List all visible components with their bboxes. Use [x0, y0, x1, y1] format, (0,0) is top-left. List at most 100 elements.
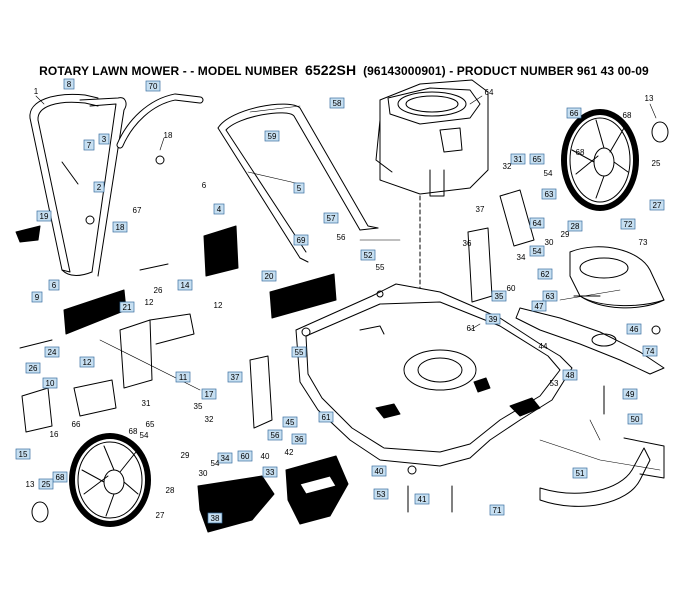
- part-callout-59: 59: [264, 130, 280, 142]
- part-callout-16: 16: [50, 430, 59, 439]
- part-callout-71: 71: [489, 504, 505, 516]
- part-callout-49: 49: [622, 388, 638, 400]
- callout-box: [38, 478, 54, 490]
- engine: [375, 79, 489, 197]
- part-callout-61: 61: [467, 324, 476, 333]
- callout-number: 36: [463, 239, 472, 248]
- callout-number: 57: [327, 214, 336, 223]
- part-callout-2: 2: [93, 181, 105, 193]
- callout-number: 53: [550, 379, 559, 388]
- callout-box: [15, 448, 31, 460]
- callout-number: 54: [211, 459, 220, 468]
- callout-number: 38: [211, 514, 220, 523]
- callout-number: 3: [102, 135, 107, 144]
- part-callout-32: 32: [503, 162, 512, 171]
- callout-number: 20: [265, 272, 274, 281]
- callout-box: [177, 279, 193, 291]
- callout-box: [537, 268, 553, 280]
- part-callout-33: 33: [262, 466, 278, 478]
- callout-number: 55: [295, 348, 304, 357]
- callout-number: 36: [295, 435, 304, 444]
- callout-number: 25: [42, 480, 51, 489]
- part-callout-56: 56: [337, 233, 346, 242]
- callout-box: [622, 388, 638, 400]
- callout-number: 58: [333, 99, 342, 108]
- part-callout-69: 69: [293, 234, 309, 246]
- callout-number: 29: [181, 451, 190, 460]
- part-callout-41: 41: [414, 493, 430, 505]
- part-callout-52: 52: [360, 249, 376, 261]
- callout-number: 8: [67, 80, 72, 89]
- callout-number: 6: [52, 281, 57, 290]
- callout-number: 66: [570, 109, 579, 118]
- callout-box: [52, 471, 68, 483]
- callout-box: [25, 362, 41, 374]
- title-prefix: ROTARY LAWN MOWER - - MODEL NUMBER: [39, 64, 299, 78]
- callout-box: [542, 290, 558, 302]
- part-callout-45: 45: [282, 416, 298, 428]
- part-callout-28: 28: [166, 486, 175, 495]
- rear-wheel-right: [561, 109, 639, 211]
- callout-box: [567, 220, 583, 232]
- callout-box: [31, 291, 43, 303]
- part-callout-34: 34: [517, 253, 526, 262]
- callout-box: [175, 371, 191, 383]
- callout-number: 21: [123, 303, 132, 312]
- callout-box: [649, 199, 665, 211]
- callout-number: 37: [231, 373, 240, 382]
- callout-number: 27: [653, 201, 662, 210]
- part-callout-21: 21: [119, 301, 135, 313]
- callout-box: [489, 504, 505, 516]
- part-callout-68: 68: [576, 148, 585, 157]
- part-callout-7: 7: [83, 139, 95, 151]
- rear-bracket: [539, 437, 665, 507]
- part-callout-26: 26: [25, 362, 41, 374]
- part-callout-53: 53: [373, 488, 389, 500]
- callout-number: 44: [539, 342, 548, 351]
- callout-number: 25: [652, 159, 661, 168]
- callout-box: [318, 411, 334, 423]
- height-adjust-brackets: [21, 189, 535, 433]
- grip-bar: [116, 93, 204, 149]
- callout-number: 60: [507, 284, 516, 293]
- part-callout-72: 72: [620, 218, 636, 230]
- callout-box: [562, 369, 578, 381]
- part-callout-68: 68: [129, 427, 138, 436]
- callout-box: [36, 210, 52, 222]
- part-callout-55: 55: [291, 346, 307, 358]
- callout-number: 68: [129, 427, 138, 436]
- callout-number: 69: [297, 236, 306, 245]
- part-callout-67: 67: [133, 206, 142, 215]
- part-callout-17: 17: [201, 388, 217, 400]
- callout-number: 27: [156, 511, 165, 520]
- callout-number: 1: [34, 87, 39, 96]
- callout-number: 4: [217, 205, 222, 214]
- part-callout-61: 61: [318, 411, 334, 423]
- callout-number: 59: [268, 132, 277, 141]
- callout-number: 56: [337, 233, 346, 242]
- leader-lines: [35, 95, 661, 471]
- callout-box: [207, 512, 223, 524]
- callout-box: [282, 416, 298, 428]
- part-callout-74: 74: [642, 345, 658, 357]
- callout-box: [98, 133, 110, 145]
- callout-number: 73: [639, 238, 648, 247]
- part-callout-28: 28: [567, 220, 583, 232]
- part-callout-20: 20: [261, 270, 277, 282]
- callout-number: 35: [495, 292, 504, 301]
- callout-number: 34: [221, 454, 230, 463]
- part-callout-62: 62: [537, 268, 553, 280]
- blade: [515, 307, 665, 375]
- part-callout-27: 27: [156, 511, 165, 520]
- callout-number: 13: [26, 480, 35, 489]
- callout-number: 12: [83, 358, 92, 367]
- callout-box: [145, 80, 161, 92]
- part-callout-58: 58: [329, 97, 345, 109]
- callout-box: [510, 153, 526, 165]
- callout-number: 55: [376, 263, 385, 272]
- part-callout-1: 1: [34, 87, 39, 96]
- part-callout-34: 34: [217, 452, 233, 464]
- part-callout-66: 66: [72, 420, 81, 429]
- callout-number: 37: [476, 205, 485, 214]
- part-callout-31: 31: [142, 399, 151, 408]
